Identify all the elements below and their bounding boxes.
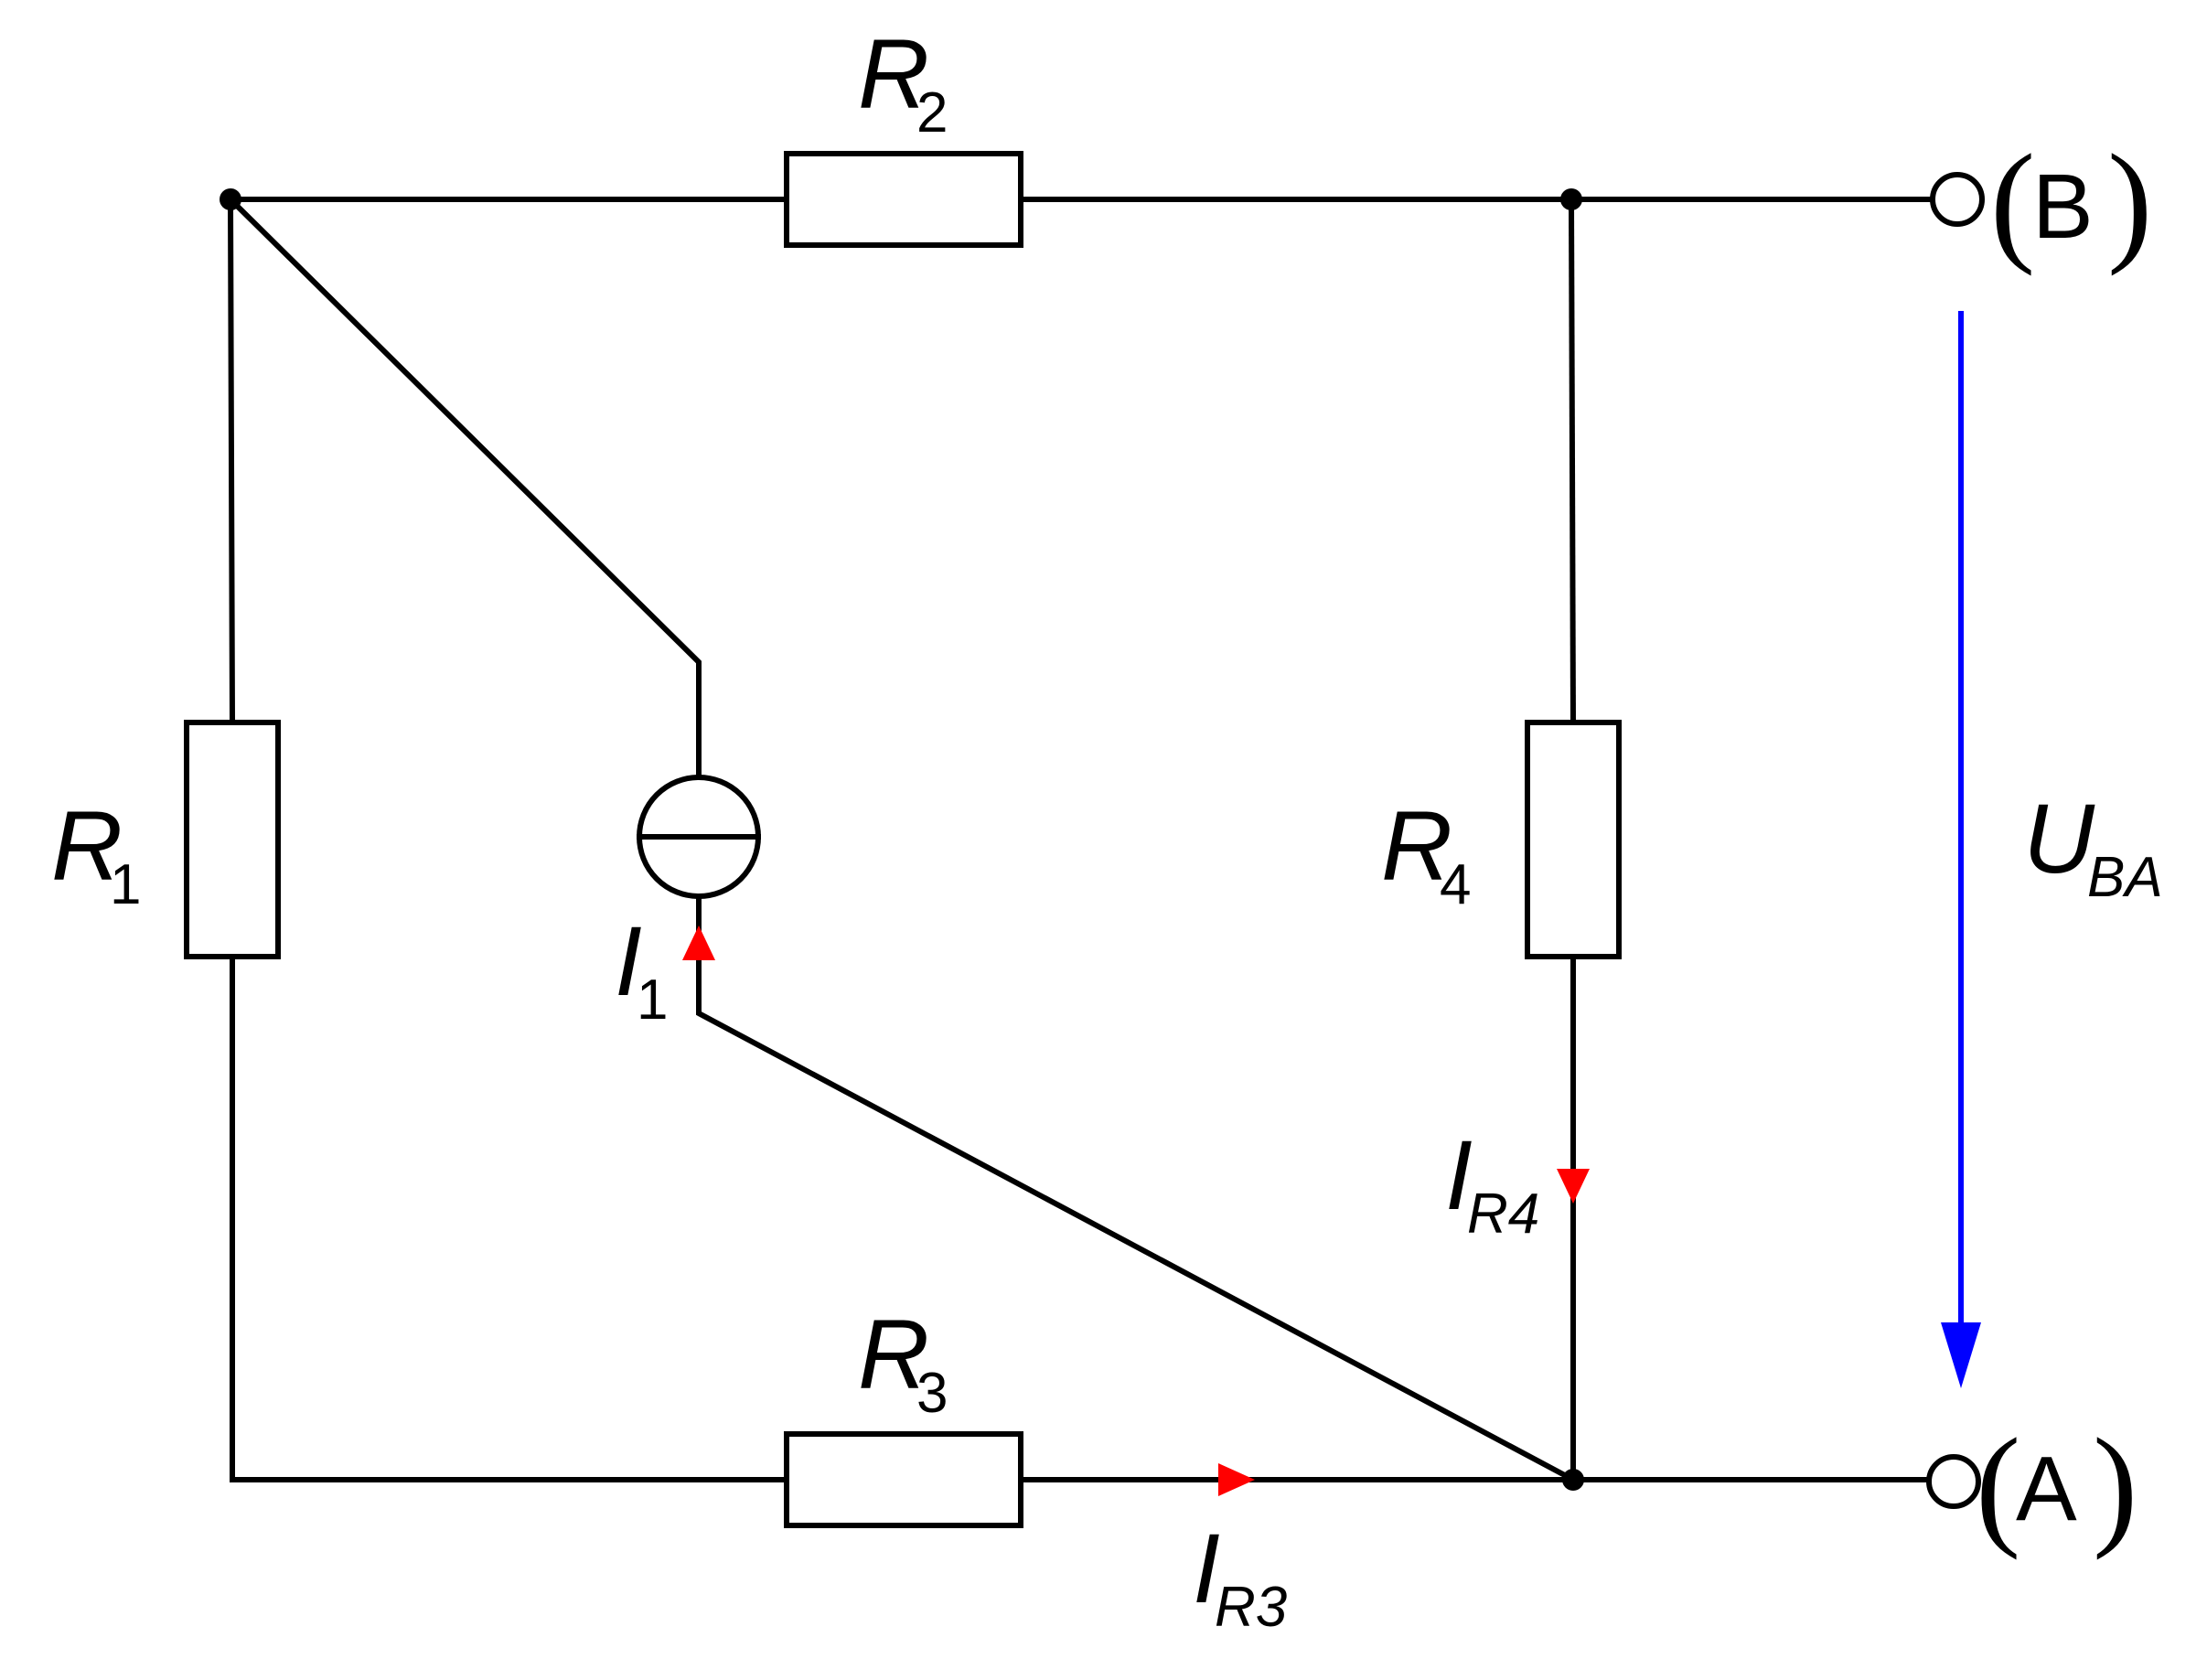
terminal-b bbox=[1930, 172, 1985, 227]
resistor-r4 bbox=[1525, 720, 1622, 959]
svg-text:): ) bbox=[2107, 127, 2152, 277]
terminal-label-a: ( A ) bbox=[1976, 1411, 2137, 1561]
wire-left-upper bbox=[227, 196, 236, 726]
label-ir4: IR4 bbox=[1445, 1119, 1539, 1246]
node-top-left bbox=[220, 188, 241, 210]
resistor-r1 bbox=[184, 720, 281, 959]
label-ir3: IR3 bbox=[1193, 1513, 1287, 1639]
wire-diagonal-lower bbox=[696, 894, 1578, 1484]
svg-text:B: B bbox=[2032, 155, 2094, 258]
svg-text:(: ( bbox=[1976, 1411, 2020, 1561]
wire-right-upper bbox=[1568, 196, 1577, 726]
arrow-i1-icon bbox=[682, 926, 715, 960]
svg-text:A: A bbox=[2016, 1438, 2077, 1540]
arrow-ir3-icon bbox=[1218, 1463, 1255, 1496]
label-uba: UBA bbox=[2023, 783, 2163, 909]
voltage-arrow-uba-icon bbox=[1941, 311, 1981, 1388]
label-r3: R3 bbox=[858, 1299, 948, 1425]
terminal-a bbox=[1926, 1454, 1981, 1509]
svg-text:(: ( bbox=[1990, 127, 2035, 277]
label-r1: R1 bbox=[51, 790, 141, 916]
label-i1: I1 bbox=[615, 905, 669, 1032]
node-b bbox=[1560, 188, 1582, 210]
resistor-r3 bbox=[784, 1431, 1023, 1528]
node-a bbox=[1562, 1469, 1584, 1491]
label-r2: R2 bbox=[858, 18, 948, 144]
junction-nodes bbox=[220, 188, 1584, 1491]
terminal-label-b: ( B ) bbox=[1990, 127, 2152, 277]
label-r4: R4 bbox=[1381, 790, 1471, 916]
current-source-i1 bbox=[637, 775, 761, 899]
wire-diagonal-upper bbox=[226, 195, 702, 780]
arrow-ir4-icon bbox=[1557, 1169, 1590, 1204]
resistor-r2 bbox=[784, 151, 1023, 248]
wires bbox=[226, 195, 1938, 1484]
svg-text:): ) bbox=[2093, 1411, 2137, 1561]
